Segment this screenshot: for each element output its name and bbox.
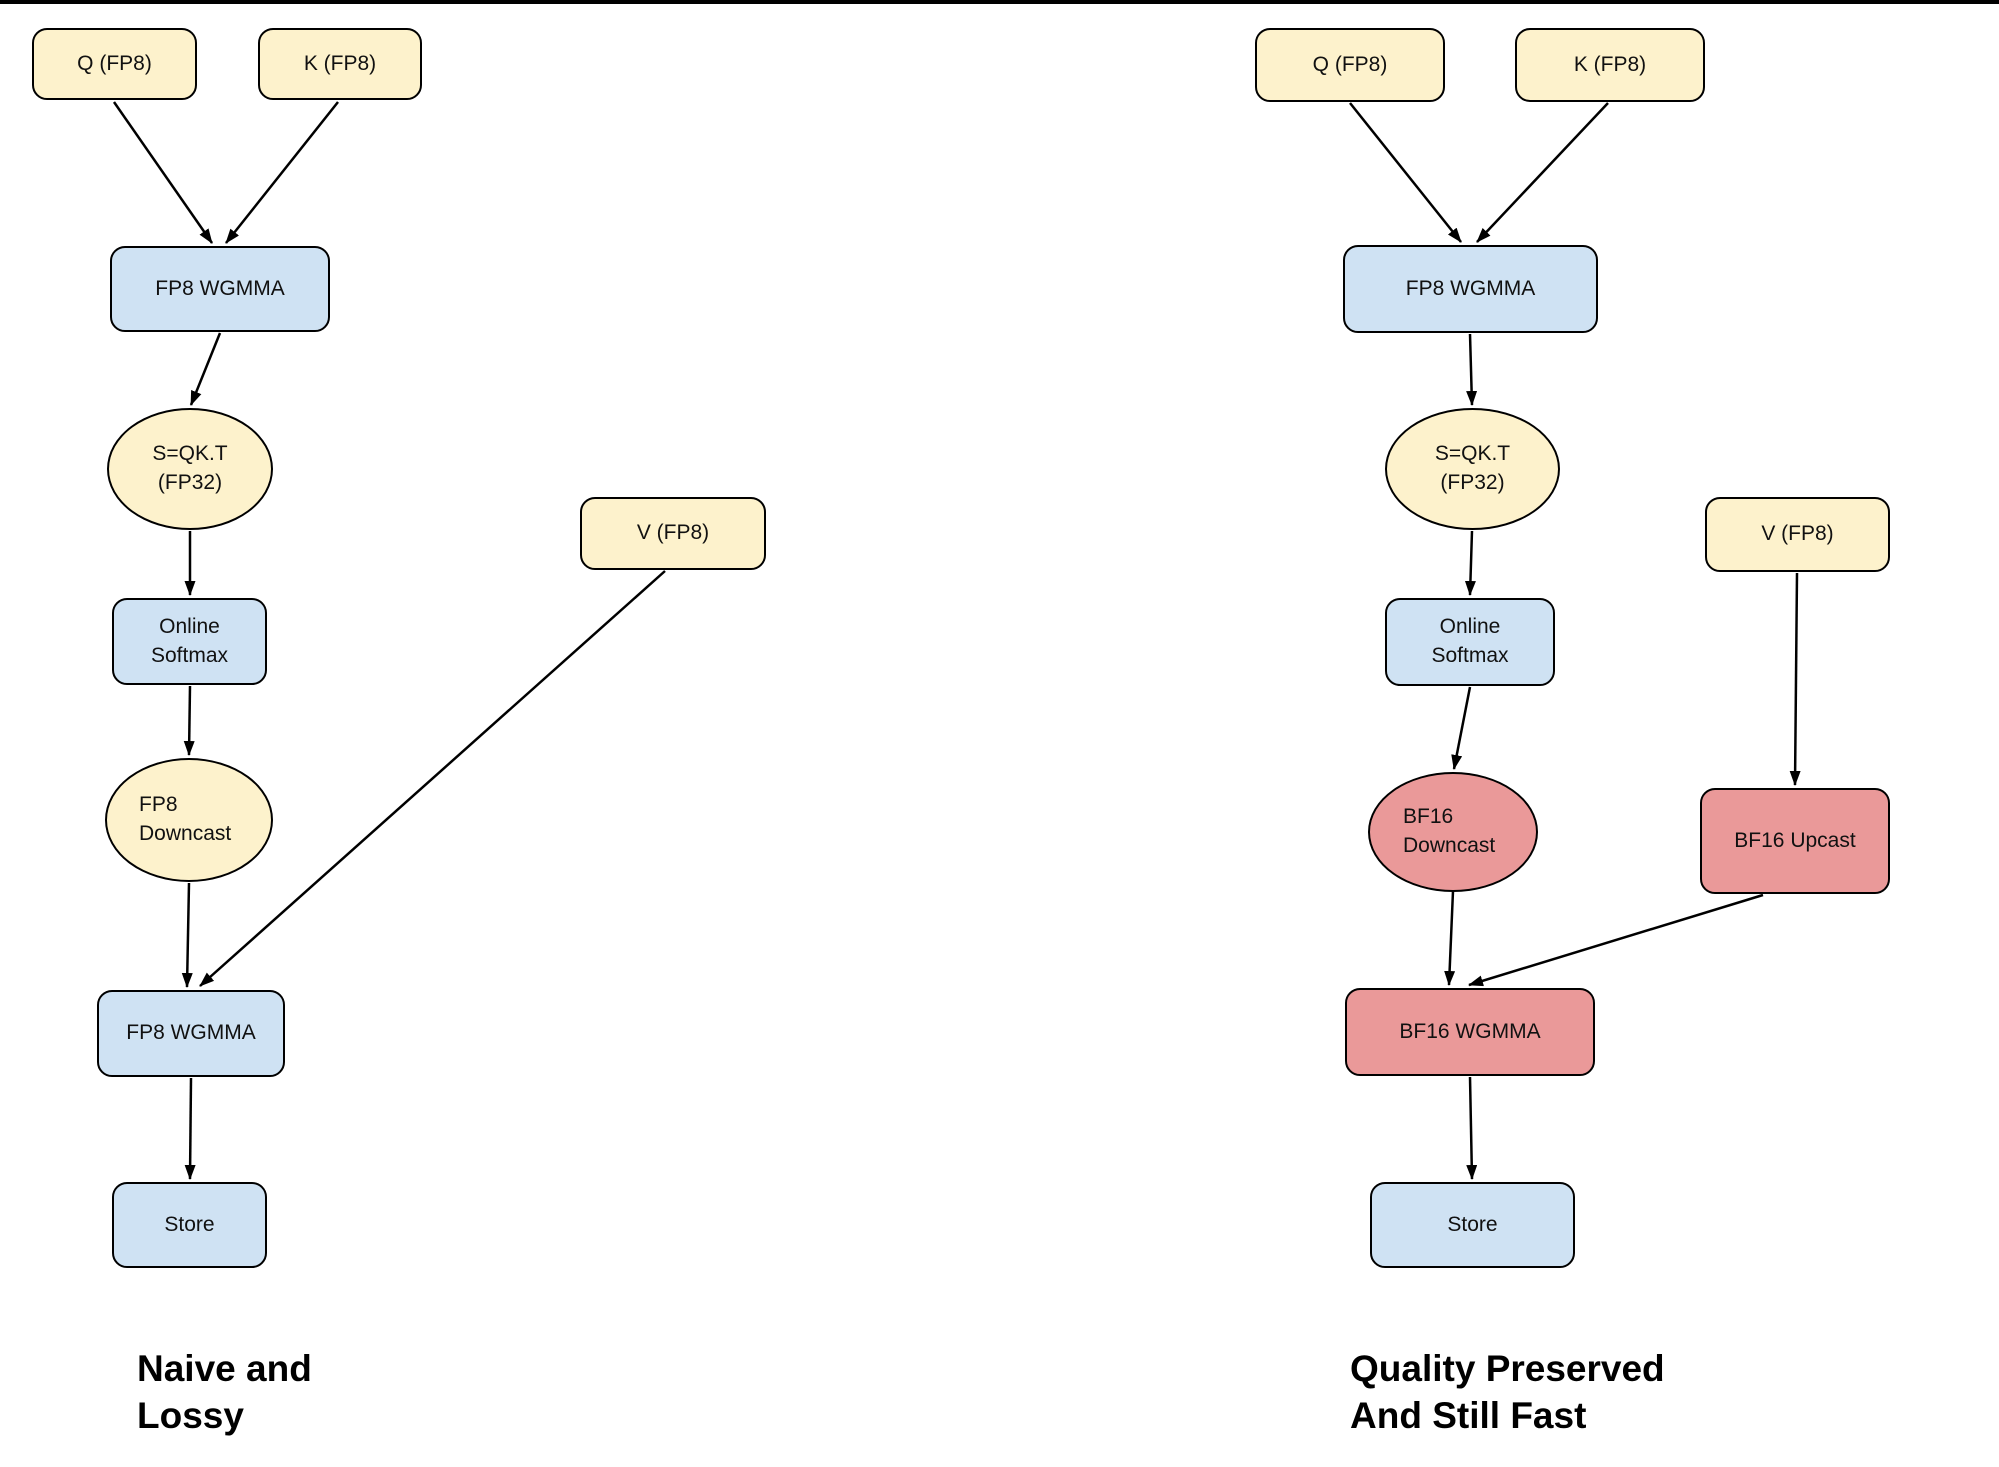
node-v-fp8-left: V (FP8) <box>580 497 766 570</box>
node-label: FP8 WGMMA <box>155 276 285 300</box>
node-label: Q (FP8) <box>1312 52 1388 76</box>
node-fp8-downcast-left: FP8 Downcast <box>105 758 273 882</box>
arrow-right-v-to-upcast <box>1789 572 1801 786</box>
node-label: Online Softmax <box>1431 615 1509 667</box>
node-online-softmax-right: Online Softmax <box>1385 598 1555 686</box>
node-fp8-wgmma-qk-right: FP8 WGMMA <box>1343 245 1598 333</box>
arrow-left-wgmma2-to-store <box>184 1077 196 1180</box>
node-label: V (FP8) <box>1761 522 1834 546</box>
node-label: FP8 Downcast <box>139 793 232 845</box>
arrow-left-q-to-wgmma <box>112 101 214 244</box>
arrow-right-upcast-to-wgmma2 <box>1468 893 1764 987</box>
arrow-right-downcast-to-wgmma2 <box>1444 890 1456 986</box>
node-label: Store <box>1447 1212 1498 1236</box>
arrow-right-k-to-wgmma <box>1476 102 1609 243</box>
node-label: BF16 Downcast <box>1403 805 1496 857</box>
node-label: S=QK.T (FP32) <box>152 442 228 494</box>
node-s-qkt-fp32-right: S=QK.T (FP32) <box>1385 408 1560 530</box>
arrow-left-v-to-wgmma2 <box>199 570 666 987</box>
node-k-fp8-right: K (FP8) <box>1515 28 1705 102</box>
bottom-divider <box>0 0 1999 4</box>
node-store-left: Store <box>112 1182 267 1268</box>
node-label: FP8 WGMMA <box>1405 276 1536 300</box>
node-label: BF16 Upcast <box>1734 828 1856 852</box>
node-k-fp8-left: K (FP8) <box>258 28 422 100</box>
arrow-left-softmax-to-downcast <box>183 685 195 756</box>
node-store-right: Store <box>1370 1182 1575 1268</box>
arrow-right-wgmma-to-s <box>1466 333 1478 406</box>
node-label: Online Softmax <box>150 614 229 667</box>
node-online-softmax-left: Online Softmax <box>112 598 267 685</box>
node-label: Store <box>164 1212 215 1236</box>
node-s-qkt-fp32-left: S=QK.T (FP32) <box>107 408 273 530</box>
caption-right: Quality Preserved And Still Fast <box>1350 1348 1665 1436</box>
arrow-left-downcast-to-wgmma2 <box>181 882 193 988</box>
node-q-fp8-right: Q (FP8) <box>1255 28 1445 102</box>
node-fp8-wgmma-pv-left: FP8 WGMMA <box>97 990 285 1077</box>
node-label: K (FP8) <box>1573 52 1647 76</box>
arrow-left-k-to-wgmma <box>225 101 339 244</box>
node-label: Q (FP8) <box>77 51 152 75</box>
node-q-fp8-left: Q (FP8) <box>32 28 197 100</box>
node-label: S=QK.T (FP32) <box>1434 442 1511 494</box>
node-v-fp8-right: V (FP8) <box>1705 497 1890 572</box>
arrow-right-s-to-softmax <box>1464 530 1476 596</box>
arrow-left-wgmma-to-s <box>189 332 222 406</box>
node-bf16-downcast-right: BF16 Downcast <box>1368 772 1538 892</box>
node-bf16-upcast-right: BF16 Upcast <box>1700 788 1890 894</box>
node-bf16-wgmma-pv-right: BF16 WGMMA <box>1345 988 1595 1076</box>
node-fp8-wgmma-qk-left: FP8 WGMMA <box>110 246 330 332</box>
caption-left: Naive and Lossy <box>137 1348 312 1436</box>
node-label: FP8 WGMMA <box>126 1021 256 1045</box>
arrow-right-q-to-wgmma <box>1349 102 1462 243</box>
node-label: V (FP8) <box>636 521 710 545</box>
arrow-right-wgmma2-to-store <box>1466 1076 1478 1180</box>
arrow-right-softmax-to-downcast <box>1451 686 1472 770</box>
node-label: BF16 WGMMA <box>1399 1019 1541 1043</box>
node-label: K (FP8) <box>303 51 377 75</box>
